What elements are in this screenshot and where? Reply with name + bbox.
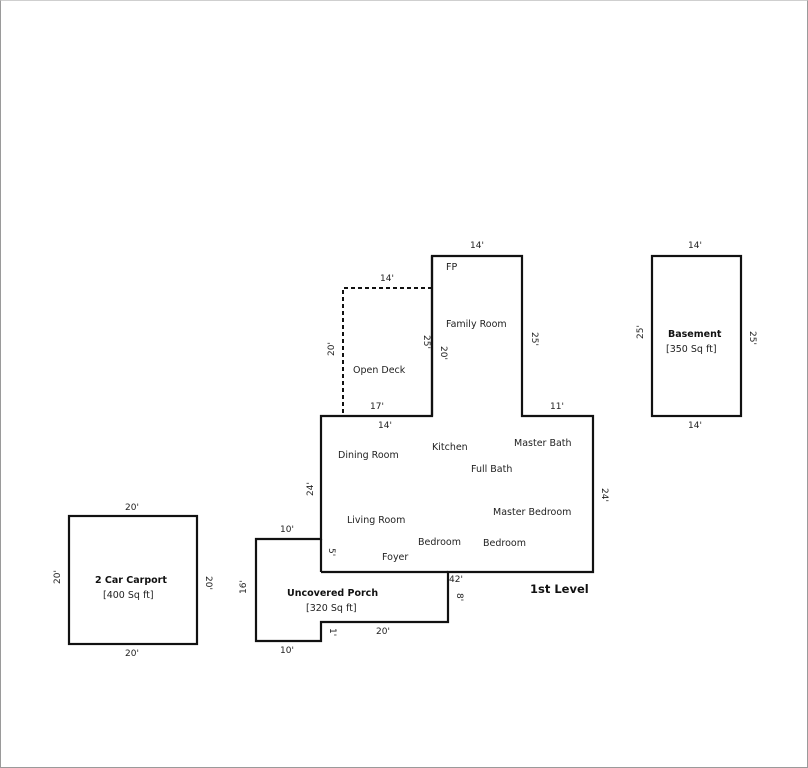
bedroom-label: Bedroom [483,538,526,549]
dim-ell-top: 11' [550,402,564,412]
dim-porch-right: 8' [454,593,464,601]
dim-main-left: 24' [306,482,316,496]
dim-main-right: 24' [599,488,609,502]
dim-deck-top: 14' [380,274,394,284]
carport-name: 2 Car Carport [95,575,167,586]
master-bath-label: Master Bath [514,438,572,449]
dim-deck-left: 20' [327,342,337,356]
dim-basement-top: 14' [688,241,702,251]
living-room-label: Living Room [347,515,405,526]
dim-porch-small-notch: 1' [327,628,337,636]
dim-basement-bottom: 14' [688,421,702,431]
master-bedroom-label: Master Bedroom [493,507,571,518]
full-bath-label: Full Bath [471,464,512,475]
dim-porch-notch: 5' [326,548,336,556]
dim-carport-right: 20' [203,576,213,590]
main-floor-outline [254,254,595,643]
carport-outline [67,514,199,646]
dim-deck-bottom: 17' [370,402,384,412]
open-deck-outline [342,287,432,416]
dim-family-left: 25' [421,335,431,349]
dim-porch-bottom-left: 10' [280,646,294,656]
family-room-label: Family Room [446,319,507,330]
basement-outline [650,254,743,418]
dim-porch-top: 10' [280,525,294,535]
porch-name: Uncovered Porch [287,588,378,599]
porch-area: [320 Sq ft] [306,603,357,614]
dim-porch-bottom: 20' [376,627,390,637]
dim-basement-left: 25' [636,325,646,339]
dim-family-right: 25' [529,332,539,346]
level-label: 1st Level [530,582,589,596]
dim-bottom-42: 42' [449,575,463,585]
basement-area: [350 Sq ft] [666,344,717,355]
dim-carport-bottom: 20' [125,649,139,659]
dim-porch-left: 16' [239,580,249,594]
dining-room-label: Dining Room [338,450,399,461]
carport-area: [400 Sq ft] [103,590,154,601]
kitchen-label: Kitchen [432,442,468,453]
basement-name: Basement [668,329,722,340]
dim-family-top: 14' [470,241,484,251]
dim-carport-left: 20' [53,570,63,584]
foyer-label: Foyer [382,552,408,563]
fp-label: FP [446,262,457,273]
open-deck-label: Open Deck [353,365,406,376]
bedroom-label: Bedroom [418,537,461,548]
dim-carport-top: 20' [125,503,139,513]
dim-main-top: 14' [378,421,392,431]
dim-basement-right: 25' [747,331,757,345]
dim-deck-inner: 20' [438,346,448,360]
